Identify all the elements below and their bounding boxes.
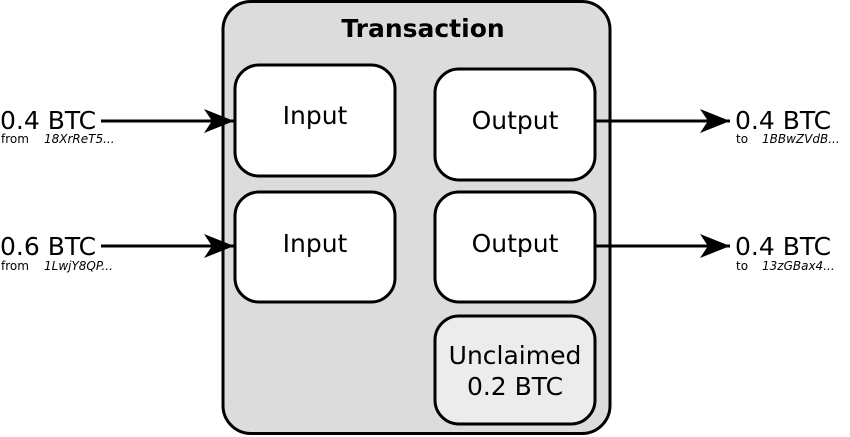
- input-1-prefix: from: [1, 132, 29, 146]
- output-box-2: [433, 190, 597, 304]
- input-1-amount: 0.4 BTC: [0, 106, 96, 135]
- output-1-amount: 0.4 BTC: [735, 106, 831, 135]
- input-box-1: [233, 63, 397, 178]
- input-2-address: 1LwjY8QP...: [44, 259, 113, 273]
- transaction-title: Transaction: [341, 14, 504, 43]
- input-box-2: [233, 190, 397, 304]
- unclaimed-box: [433, 314, 597, 426]
- output-2-address: 13zGBax4...: [762, 259, 835, 273]
- output-box-2-label: Output: [472, 229, 559, 258]
- input-1-address: 18XrReT5...: [44, 132, 115, 146]
- output-2-prefix: to: [736, 259, 748, 273]
- output-1-prefix: to: [736, 132, 748, 146]
- output-box-1-label: Output: [472, 106, 559, 135]
- output-box-1: [433, 67, 597, 182]
- unclaimed-amount: 0.2 BTC: [467, 372, 563, 401]
- input-2-amount: 0.6 BTC: [0, 232, 96, 261]
- output-1-address: 1BBwZVdB...: [762, 132, 840, 146]
- input-box-1-label: Input: [283, 101, 348, 130]
- input-2-prefix: from: [1, 259, 29, 273]
- input-box-2-label: Input: [283, 229, 348, 258]
- output-2-amount: 0.4 BTC: [735, 232, 831, 261]
- unclaimed-label: Unclaimed: [449, 341, 582, 370]
